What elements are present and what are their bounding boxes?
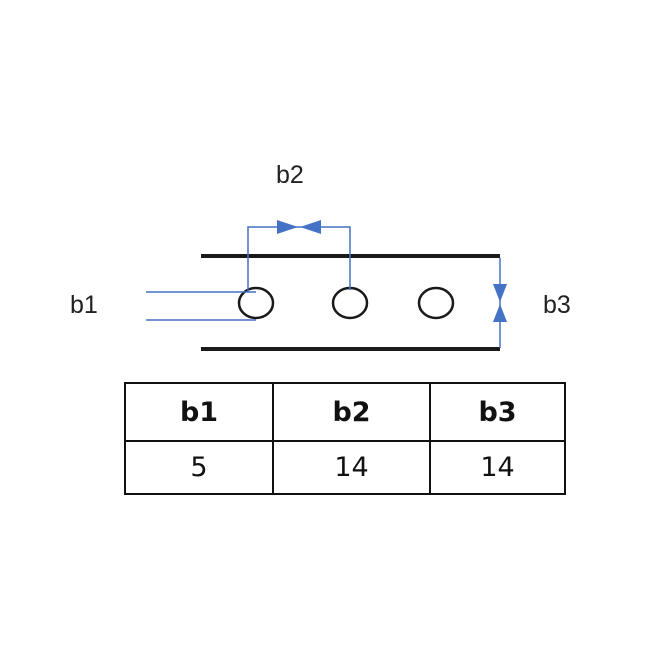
table-header-row: b1 b2 b3: [124, 382, 566, 442]
dimension-table: b1 b2 b3 5 14 14: [124, 382, 566, 495]
b3-label: b3: [543, 291, 571, 319]
b1-label: b1: [70, 291, 98, 319]
b1-dimension: [146, 291, 256, 321]
arrow-left-icon: [300, 220, 321, 234]
arrow-down-icon: [493, 284, 507, 302]
header-b3: b3: [429, 382, 566, 442]
arrow-up-icon: [493, 304, 507, 322]
strip-hole: [331, 286, 369, 320]
b3-dimension: [493, 258, 507, 348]
header-b1: b1: [124, 382, 274, 442]
value-b1: 5: [124, 440, 274, 495]
header-b2: b2: [272, 382, 431, 442]
arrow-right-icon: [277, 220, 298, 234]
b2-dimension: [247, 220, 351, 292]
strip-hole: [237, 286, 275, 320]
value-b2: 14: [272, 440, 431, 495]
table-row: 5 14 14: [124, 440, 566, 495]
b2-label: b2: [276, 161, 304, 189]
strip-hole: [417, 286, 455, 320]
value-b3: 14: [429, 440, 566, 495]
